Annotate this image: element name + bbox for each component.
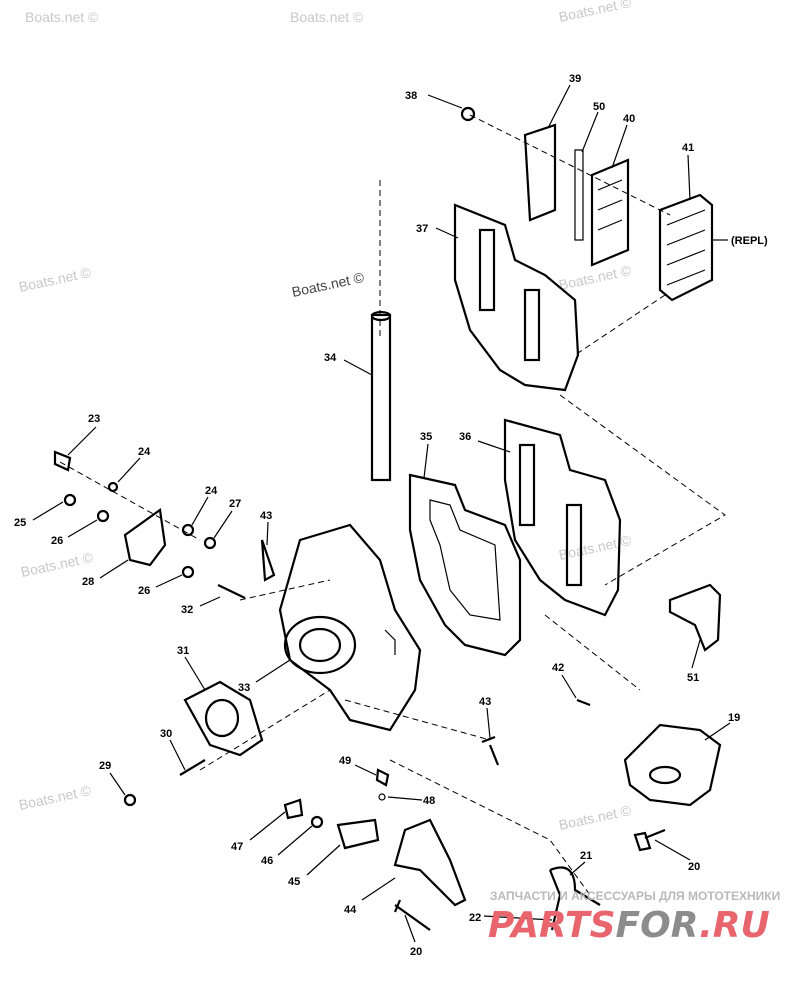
leader-lines: [32, 84, 731, 943]
callout-49: 49: [339, 755, 351, 767]
intake-manifold: [278, 523, 422, 732]
callout-36: 36: [459, 431, 471, 443]
callout-40: 40: [623, 113, 635, 125]
reed-valve-assembly: [460, 106, 714, 302]
callouts: 38 39 50 40 41 (REPL) 37 34 35 36 23 24 …: [14, 73, 768, 958]
callout-28: 28: [82, 576, 94, 588]
callout-20: 20: [688, 861, 700, 873]
callout-33: 33: [238, 682, 250, 694]
assembly-lines: [59, 114, 726, 896]
callout-27: 27: [229, 498, 241, 510]
callout-37: 37: [416, 223, 428, 235]
watermark: Boats.net ©: [25, 9, 99, 25]
watermark: Boats.net ©: [17, 264, 93, 295]
callout-19: 19: [728, 712, 740, 724]
callout-26: 26: [51, 535, 63, 547]
callout-47: 47: [231, 841, 243, 853]
watermark: Boats.net ©: [557, 262, 633, 293]
callout-23: 23: [88, 413, 100, 425]
callout-20: 20: [410, 946, 422, 958]
callout-25: 25: [14, 517, 26, 529]
watermark: Boats.net ©: [290, 9, 364, 25]
callout-22: 22: [469, 912, 481, 924]
watermark-tagline: ЗАПЧАСТИ И АКСЕССУАРЫ ДЛЯ МОТОТЕХНИКИ: [490, 889, 780, 903]
lower-parts: [283, 698, 722, 931]
gaskets: [408, 203, 722, 657]
callout-24: 24: [138, 446, 151, 458]
watermark-logo: PARTSFOR.RU: [488, 905, 770, 946]
callout-38: 38: [405, 90, 417, 102]
callout-repl: (REPL): [731, 235, 768, 247]
callout-41: 41: [682, 142, 694, 154]
watermark: Boats.net ©: [557, 0, 633, 25]
callout-50: 50: [593, 101, 605, 113]
boats-watermarks: Boats.net © Boats.net © Boats.net © Boat…: [17, 0, 633, 833]
callout-29: 29: [99, 760, 111, 772]
callout-21: 21: [580, 850, 592, 862]
callout-48: 48: [423, 795, 435, 807]
callout-46: 46: [261, 855, 273, 867]
callout-32: 32: [181, 604, 193, 616]
watermark: Boats.net ©: [290, 269, 366, 300]
callout-39: 39: [569, 73, 581, 85]
small-parts: [53, 450, 276, 807]
watermark: Boats.net ©: [17, 782, 93, 813]
callout-30: 30: [160, 728, 172, 740]
callout-44: 44: [344, 904, 357, 916]
callout-31: 31: [177, 645, 189, 657]
tube: [370, 310, 392, 482]
callout-42: 42: [552, 662, 564, 674]
partsfor-watermark: ЗАПЧАСТИ И АКСЕССУАРЫ ДЛЯ МОТОТЕХНИКИ PA…: [488, 889, 780, 946]
watermark: Boats.net ©: [557, 802, 633, 833]
gasket-31: [183, 680, 264, 757]
callout-43: 43: [479, 696, 491, 708]
callout-43: 43: [260, 510, 272, 522]
callout-26: 26: [138, 585, 150, 597]
callout-51: 51: [687, 672, 699, 684]
watermark: Boats.net ©: [557, 532, 633, 563]
callout-35: 35: [420, 431, 432, 443]
callout-34: 34: [324, 352, 337, 364]
callout-45: 45: [288, 876, 300, 888]
callout-24: 24: [205, 485, 218, 497]
